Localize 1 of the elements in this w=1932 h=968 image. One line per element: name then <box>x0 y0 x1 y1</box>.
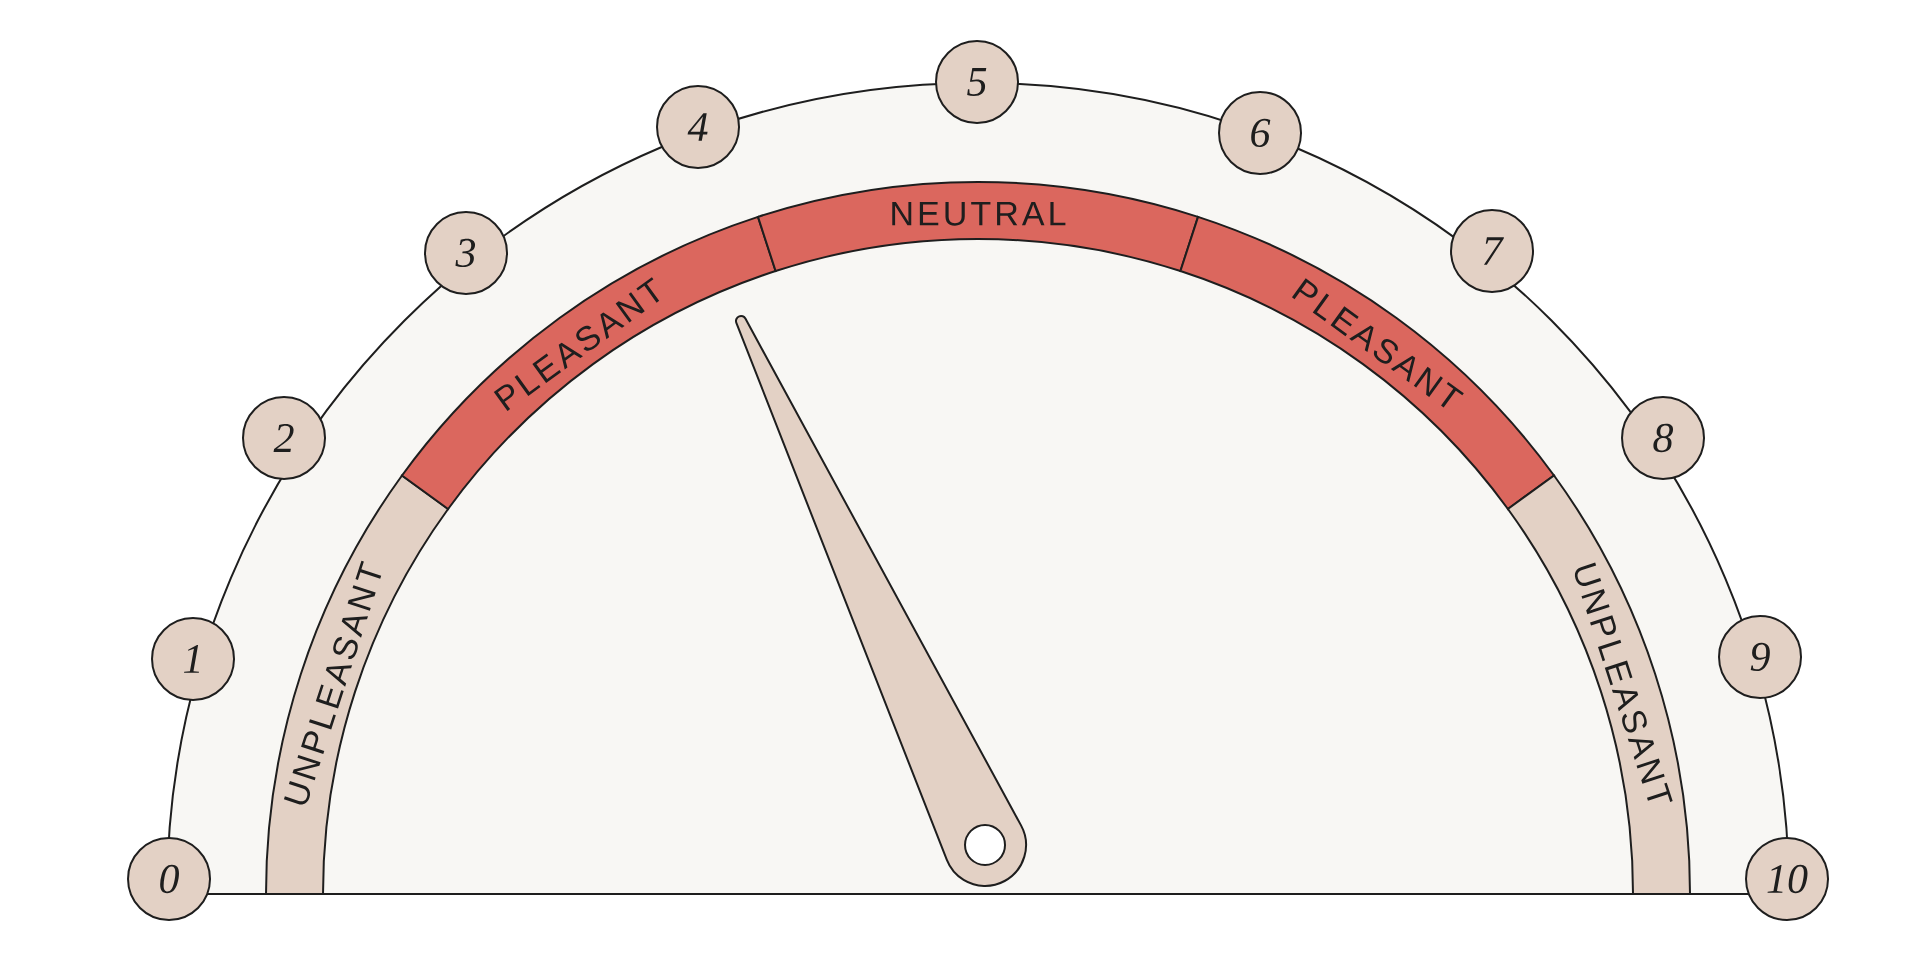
gauge-segment: NEUTRAL <box>757 181 1200 273</box>
